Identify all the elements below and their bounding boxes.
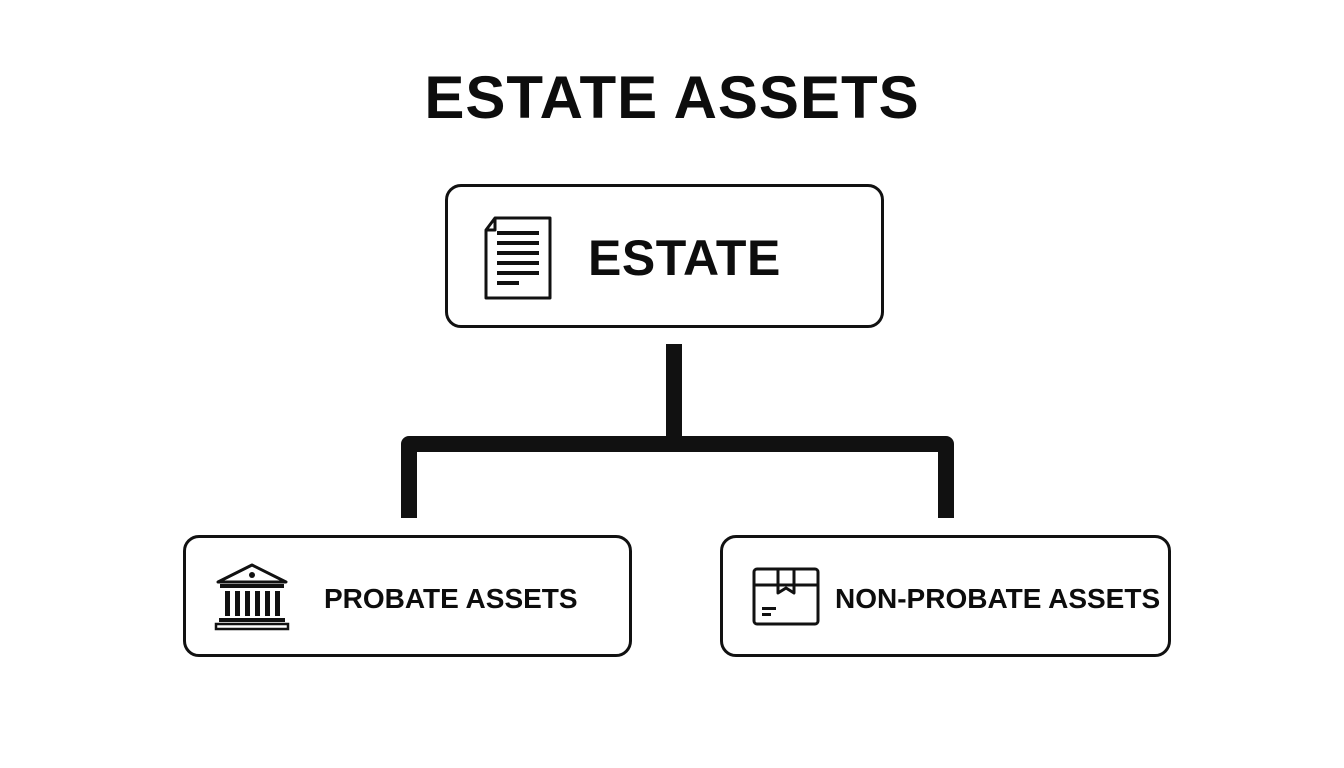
diagram-title: ESTATE ASSETS — [424, 64, 920, 131]
bank-building-icon — [214, 563, 290, 631]
non-probate-assets-label: NON-PROBATE ASSETS — [835, 583, 1161, 614]
document-icon — [484, 216, 552, 300]
branch-connector — [401, 436, 954, 518]
probate-assets-node: PROBATE ASSETS — [183, 535, 632, 657]
estate-label: ESTATE — [588, 230, 781, 286]
package-box-icon — [752, 567, 820, 626]
probate-assets-label: PROBATE ASSETS — [324, 583, 578, 614]
estate-node: ESTATE — [445, 184, 884, 328]
non-probate-assets-node: NON-PROBATE ASSETS — [720, 535, 1171, 657]
